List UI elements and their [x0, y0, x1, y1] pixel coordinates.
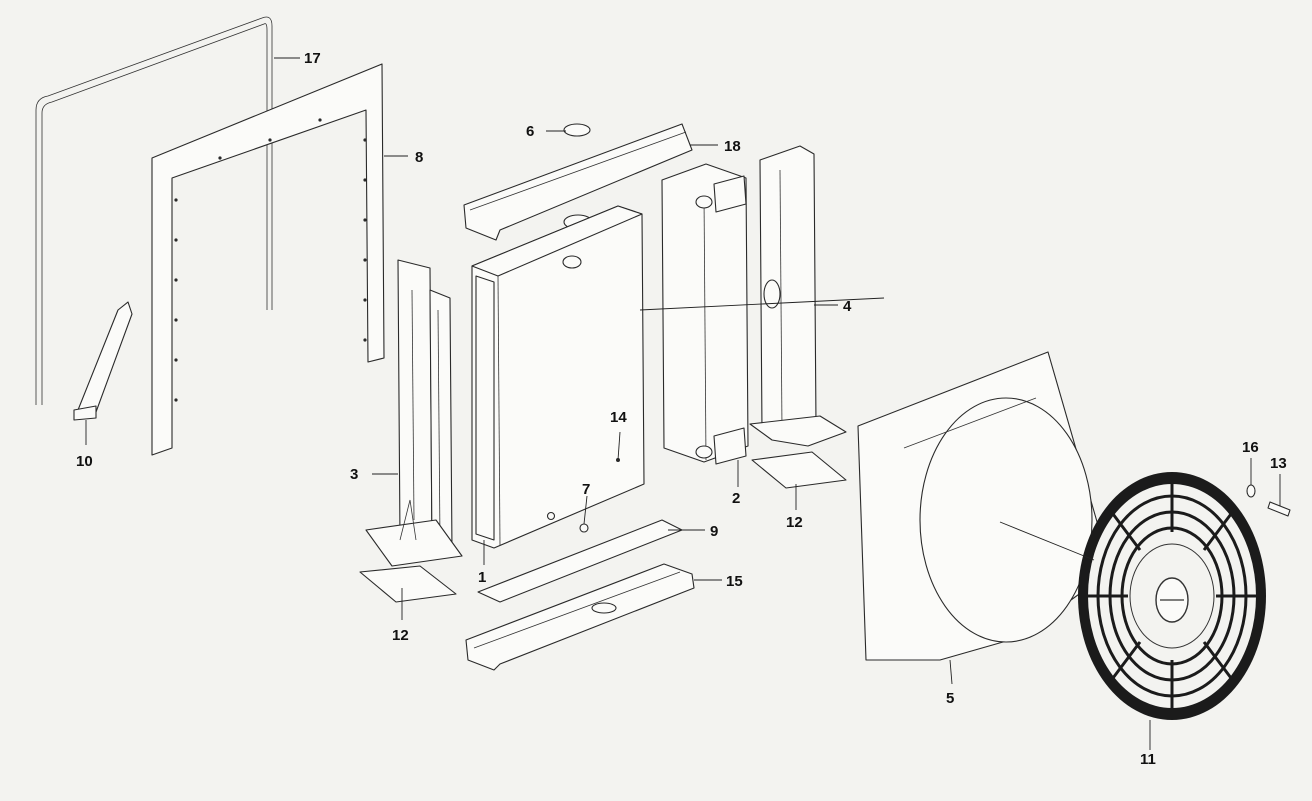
callout-3: 3: [350, 466, 358, 483]
side-bracket-3: [365, 259, 463, 567]
strut-10: [73, 301, 133, 421]
callout-8: 8: [415, 149, 423, 166]
leader-lines: [85, 57, 1281, 750]
callout-14: 18: [724, 138, 741, 155]
callout-1: 1: [478, 569, 486, 586]
callout-17: 16: [1242, 439, 1259, 456]
plate-12-left: [359, 565, 457, 603]
fan-shroud-5: [857, 351, 1105, 661]
bolt-washer-16-17: [1246, 484, 1291, 517]
callout-18: 14: [610, 409, 627, 426]
callout-2: 2: [732, 490, 740, 507]
radiator-core-1: [471, 205, 645, 549]
bottom-bracket-15: [465, 563, 695, 671]
seal-strip-13: [35, 16, 273, 405]
callout-12-left: 12: [392, 627, 409, 644]
callout-7: 7: [582, 481, 590, 498]
callout-10: 10: [76, 453, 93, 470]
oil-cooler-2: [661, 163, 749, 465]
callout-13: 17: [304, 50, 321, 67]
callout-12-right: 12: [786, 514, 803, 531]
callout-9: 9: [710, 523, 718, 540]
side-bracket-4: [749, 145, 847, 447]
top-bracket-14: [463, 123, 693, 241]
callout-16: 13: [1270, 455, 1287, 472]
plate-12-right: [751, 451, 847, 489]
callout-6: 6: [526, 123, 534, 140]
fan-guard-11: [1078, 472, 1266, 720]
callout-5: 5: [946, 690, 954, 707]
callout-labels: 17 8 10 3 12 6 18 1 14 7 9 15 2 12 4 5 1…: [76, 50, 1287, 768]
gasket-frame-8: [151, 63, 385, 456]
callout-4: 4: [843, 298, 852, 315]
callout-11: 11: [1140, 751, 1156, 768]
callout-15: 15: [726, 573, 743, 590]
